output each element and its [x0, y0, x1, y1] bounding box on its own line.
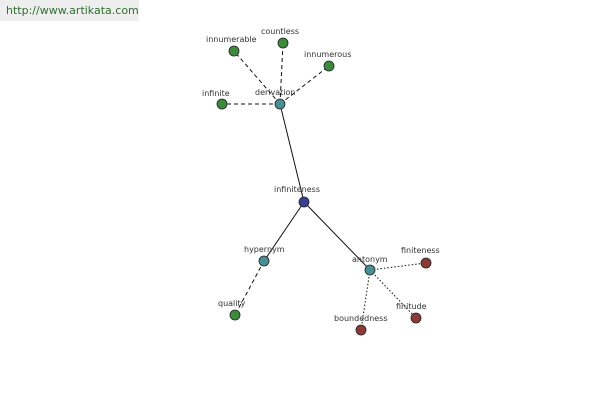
node-finitude[interactable]: finitude	[396, 302, 427, 324]
node-innumerous[interactable]: innumerous	[304, 50, 351, 72]
node-derivation-dot[interactable]	[274, 98, 286, 110]
node-countless-label: countless	[261, 27, 299, 36]
node-infinite[interactable]: infinite	[202, 89, 230, 110]
url-bar: http://www.artikata.com	[0, 0, 139, 21]
node-finitude-label: finitude	[396, 302, 427, 311]
node-quality-label: quality	[218, 299, 246, 308]
node-antonym-dot[interactable]	[364, 264, 376, 276]
node-countless[interactable]: countless	[261, 27, 299, 49]
node-infiniteness-label: infiniteness	[274, 185, 320, 194]
node-hypernym-label: hypernym	[244, 245, 285, 254]
edge-antonym-finiteness	[369, 262, 427, 271]
node-infinite-dot[interactable]	[216, 98, 228, 110]
node-countless-dot[interactable]	[277, 37, 289, 49]
edge-infiniteness-antonym	[303, 201, 371, 271]
node-antonym[interactable]: antonym	[352, 255, 388, 276]
node-boundedness[interactable]: boundedness	[334, 314, 388, 336]
nodes-layer: infiniteness derivation hypernym antonym inn…	[202, 27, 440, 336]
node-innumerable[interactable]: innumerable	[206, 35, 257, 57]
node-derivation-label: derivation	[255, 88, 295, 97]
node-infiniteness[interactable]: infiniteness	[274, 185, 320, 208]
node-innumerous-label: innumerous	[304, 50, 351, 59]
site-url-link[interactable]: http://www.artikata.com	[6, 4, 139, 17]
edge-derivation-innumerous	[279, 65, 330, 105]
node-infinite-label: infinite	[202, 89, 230, 98]
node-innumerable-label: innumerable	[206, 35, 257, 44]
node-derivation[interactable]: derivation	[255, 88, 295, 110]
node-innumerous-dot[interactable]	[323, 60, 335, 72]
node-hypernym[interactable]: hypernym	[244, 245, 285, 267]
edge-infiniteness-hypernym	[263, 201, 305, 262]
node-finiteness[interactable]: finiteness	[401, 246, 440, 269]
node-antonym-label: antonym	[352, 255, 388, 264]
node-hypernym-dot[interactable]	[258, 255, 270, 267]
edges-layer	[222, 42, 427, 331]
node-finiteness-label: finiteness	[401, 246, 440, 255]
node-infiniteness-dot[interactable]	[298, 196, 310, 208]
edge-infiniteness-derivation	[279, 103, 305, 203]
node-finitude-dot[interactable]	[410, 312, 422, 324]
node-innumerable-dot[interactable]	[228, 45, 240, 57]
node-finiteness-dot[interactable]	[420, 257, 432, 269]
node-quality-dot[interactable]	[229, 309, 241, 321]
node-boundedness-label: boundedness	[334, 314, 388, 323]
edge-hypernym-quality	[234, 260, 265, 316]
node-boundedness-dot[interactable]	[355, 324, 367, 336]
edge-derivation-countless	[279, 42, 284, 105]
node-quality[interactable]: quality	[218, 299, 246, 321]
edge-antonym-finitude	[369, 269, 417, 319]
edge-derivation-innumerable	[233, 50, 281, 105]
